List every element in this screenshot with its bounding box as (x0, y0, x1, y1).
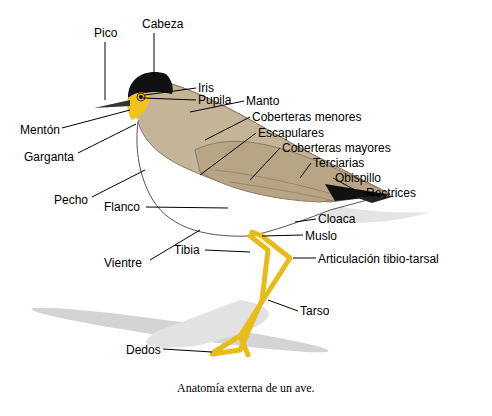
part-label: Escapulares (258, 126, 324, 140)
part-label: Coberteras mayores (282, 141, 391, 155)
part-label: Tibia (174, 243, 200, 257)
part-label: Coberteras menores (252, 110, 361, 124)
part-label: Flanco (104, 200, 140, 214)
part-label: Iris (198, 81, 214, 95)
part-label: Pecho (54, 193, 88, 207)
part-label: Tarso (300, 304, 329, 318)
part-label: Terciarias (313, 156, 364, 170)
part-label: Muslo (305, 229, 337, 243)
part-label: Pupila (198, 93, 231, 107)
part-label: Cloaca (318, 212, 355, 226)
part-label: Obispillo (335, 171, 381, 185)
part-label: Dedos (126, 343, 161, 357)
part-label: Pico (94, 26, 117, 40)
part-label: Garganta (24, 150, 74, 164)
part-label: Vientre (104, 256, 142, 270)
caption: Anatomía externa de un ave. (177, 381, 315, 395)
part-label: Mentón (20, 123, 60, 137)
part-label: Manto (246, 94, 279, 108)
part-label: Articulación tibio-tarsal (318, 252, 439, 266)
part-label: Cabeza (142, 17, 183, 31)
part-label: Rectrices (366, 186, 416, 200)
